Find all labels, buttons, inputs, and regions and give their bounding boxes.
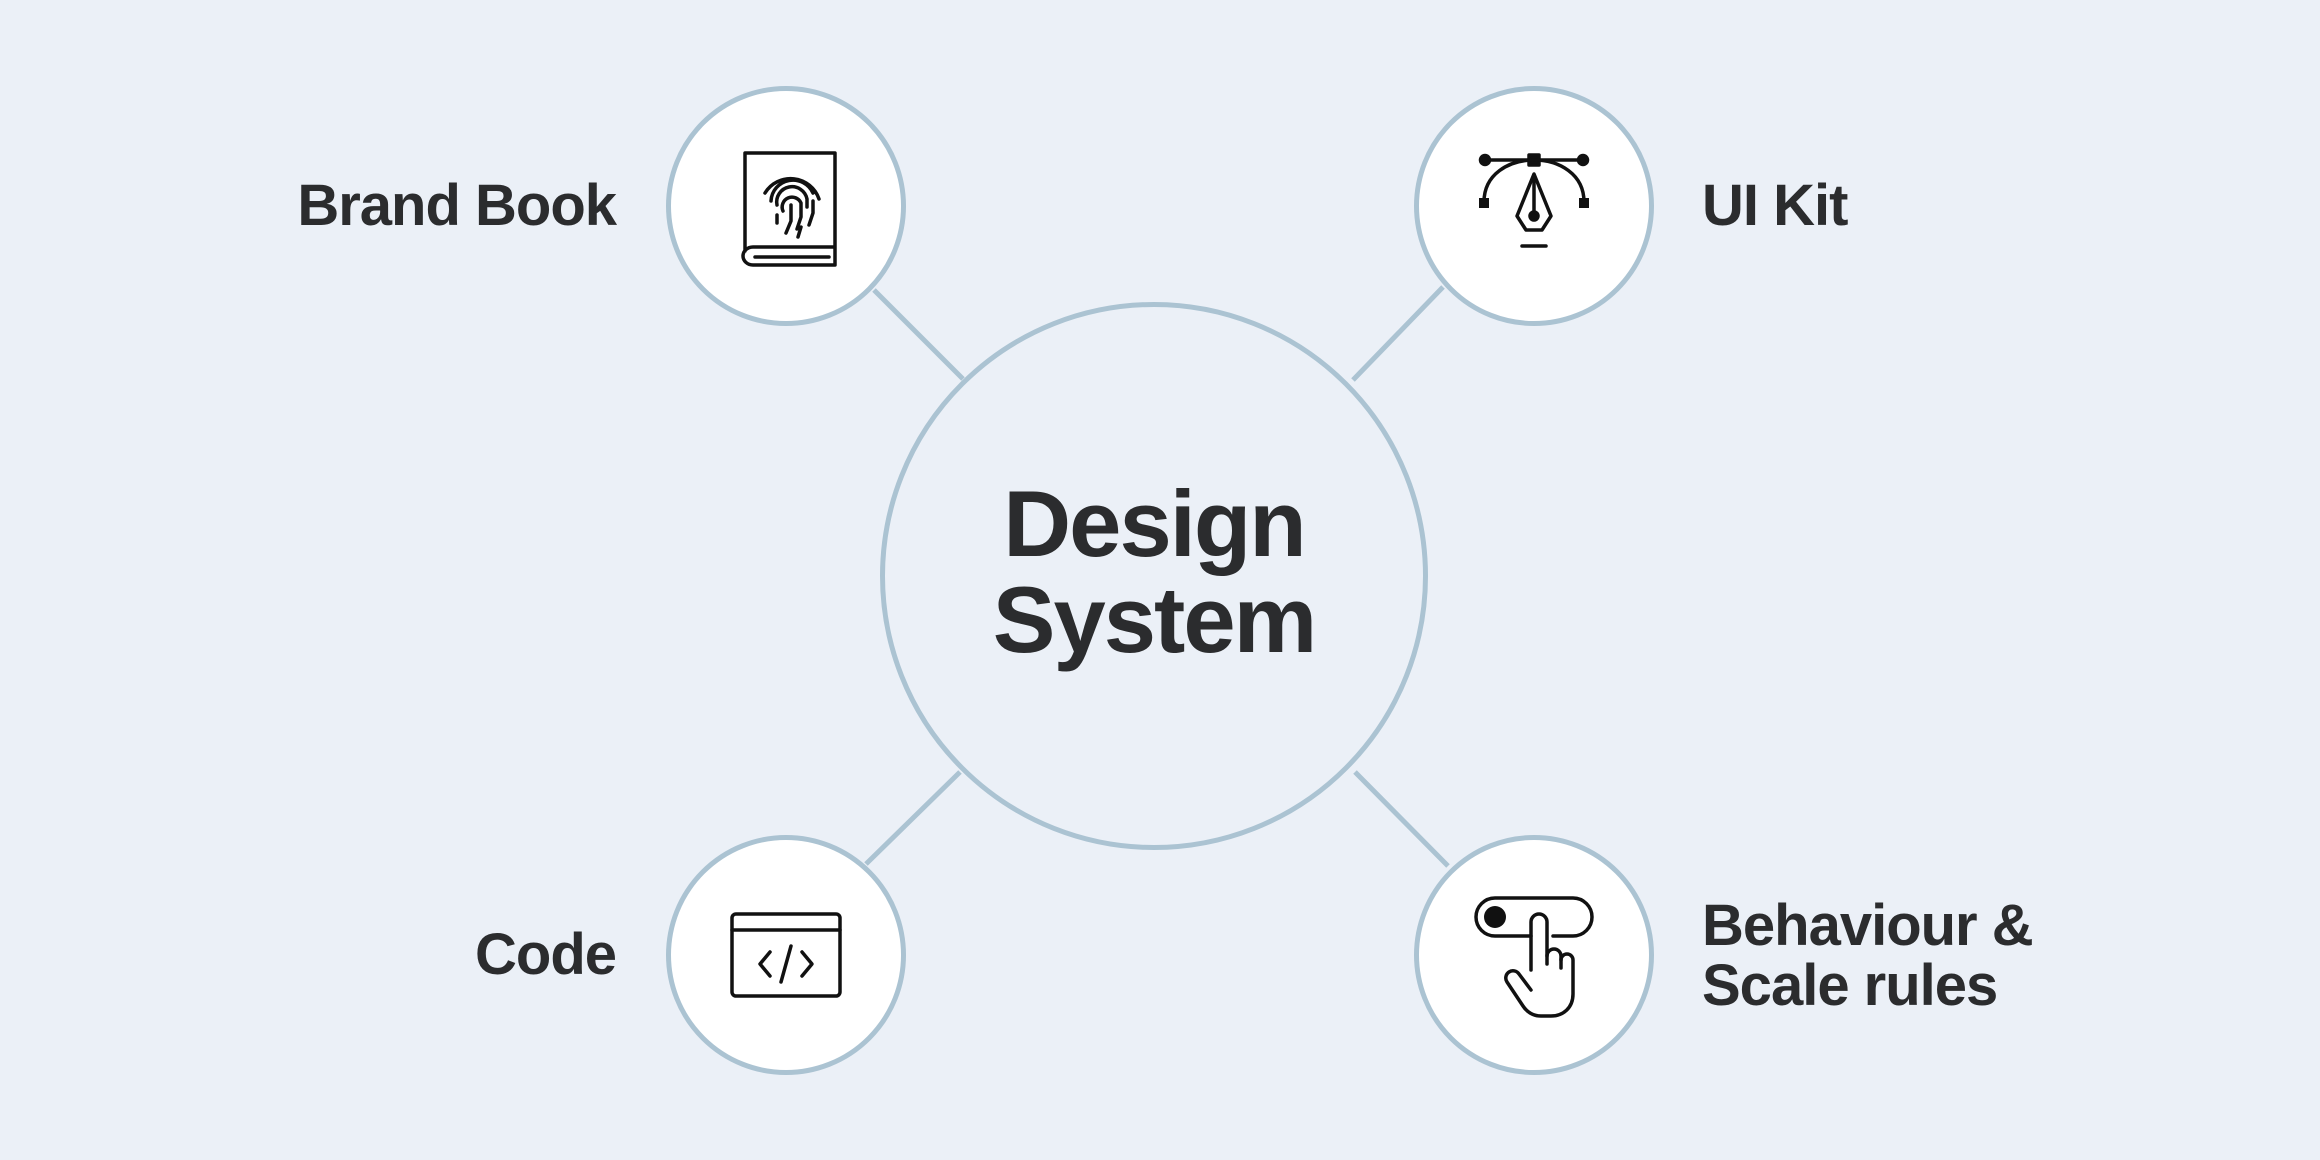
behaviour-scale-rules-node[interactable] (1414, 835, 1654, 1075)
behaviour-label-line-1: Behaviour & (1702, 893, 2034, 958)
toggle-hand-pointer-icon (1474, 896, 1594, 1018)
design-system-hub: Design System (880, 302, 1428, 850)
hub-title: Design System (992, 471, 1317, 672)
pen-tool-bezier-icon (1478, 153, 1590, 248)
brand-book-label: Brand Book (297, 173, 617, 238)
code-label: Code (475, 922, 617, 987)
ui-kit-node[interactable] (1414, 86, 1654, 326)
code-window-icon (730, 912, 842, 998)
connector-behaviour (1353, 770, 1450, 868)
connector-brand (872, 288, 965, 381)
fingerprint-book-icon (741, 151, 837, 267)
brand-book-node[interactable] (666, 86, 906, 326)
ui-kit-label: UI Kit (1702, 173, 1848, 238)
code-node[interactable] (666, 835, 906, 1075)
connector-uikit (1351, 285, 1445, 382)
behaviour-scale-rules-label: Behaviour & Scale rules (1702, 893, 2034, 1018)
connector-code (864, 770, 962, 866)
behaviour-label-line-2: Scale rules (1702, 953, 1998, 1018)
